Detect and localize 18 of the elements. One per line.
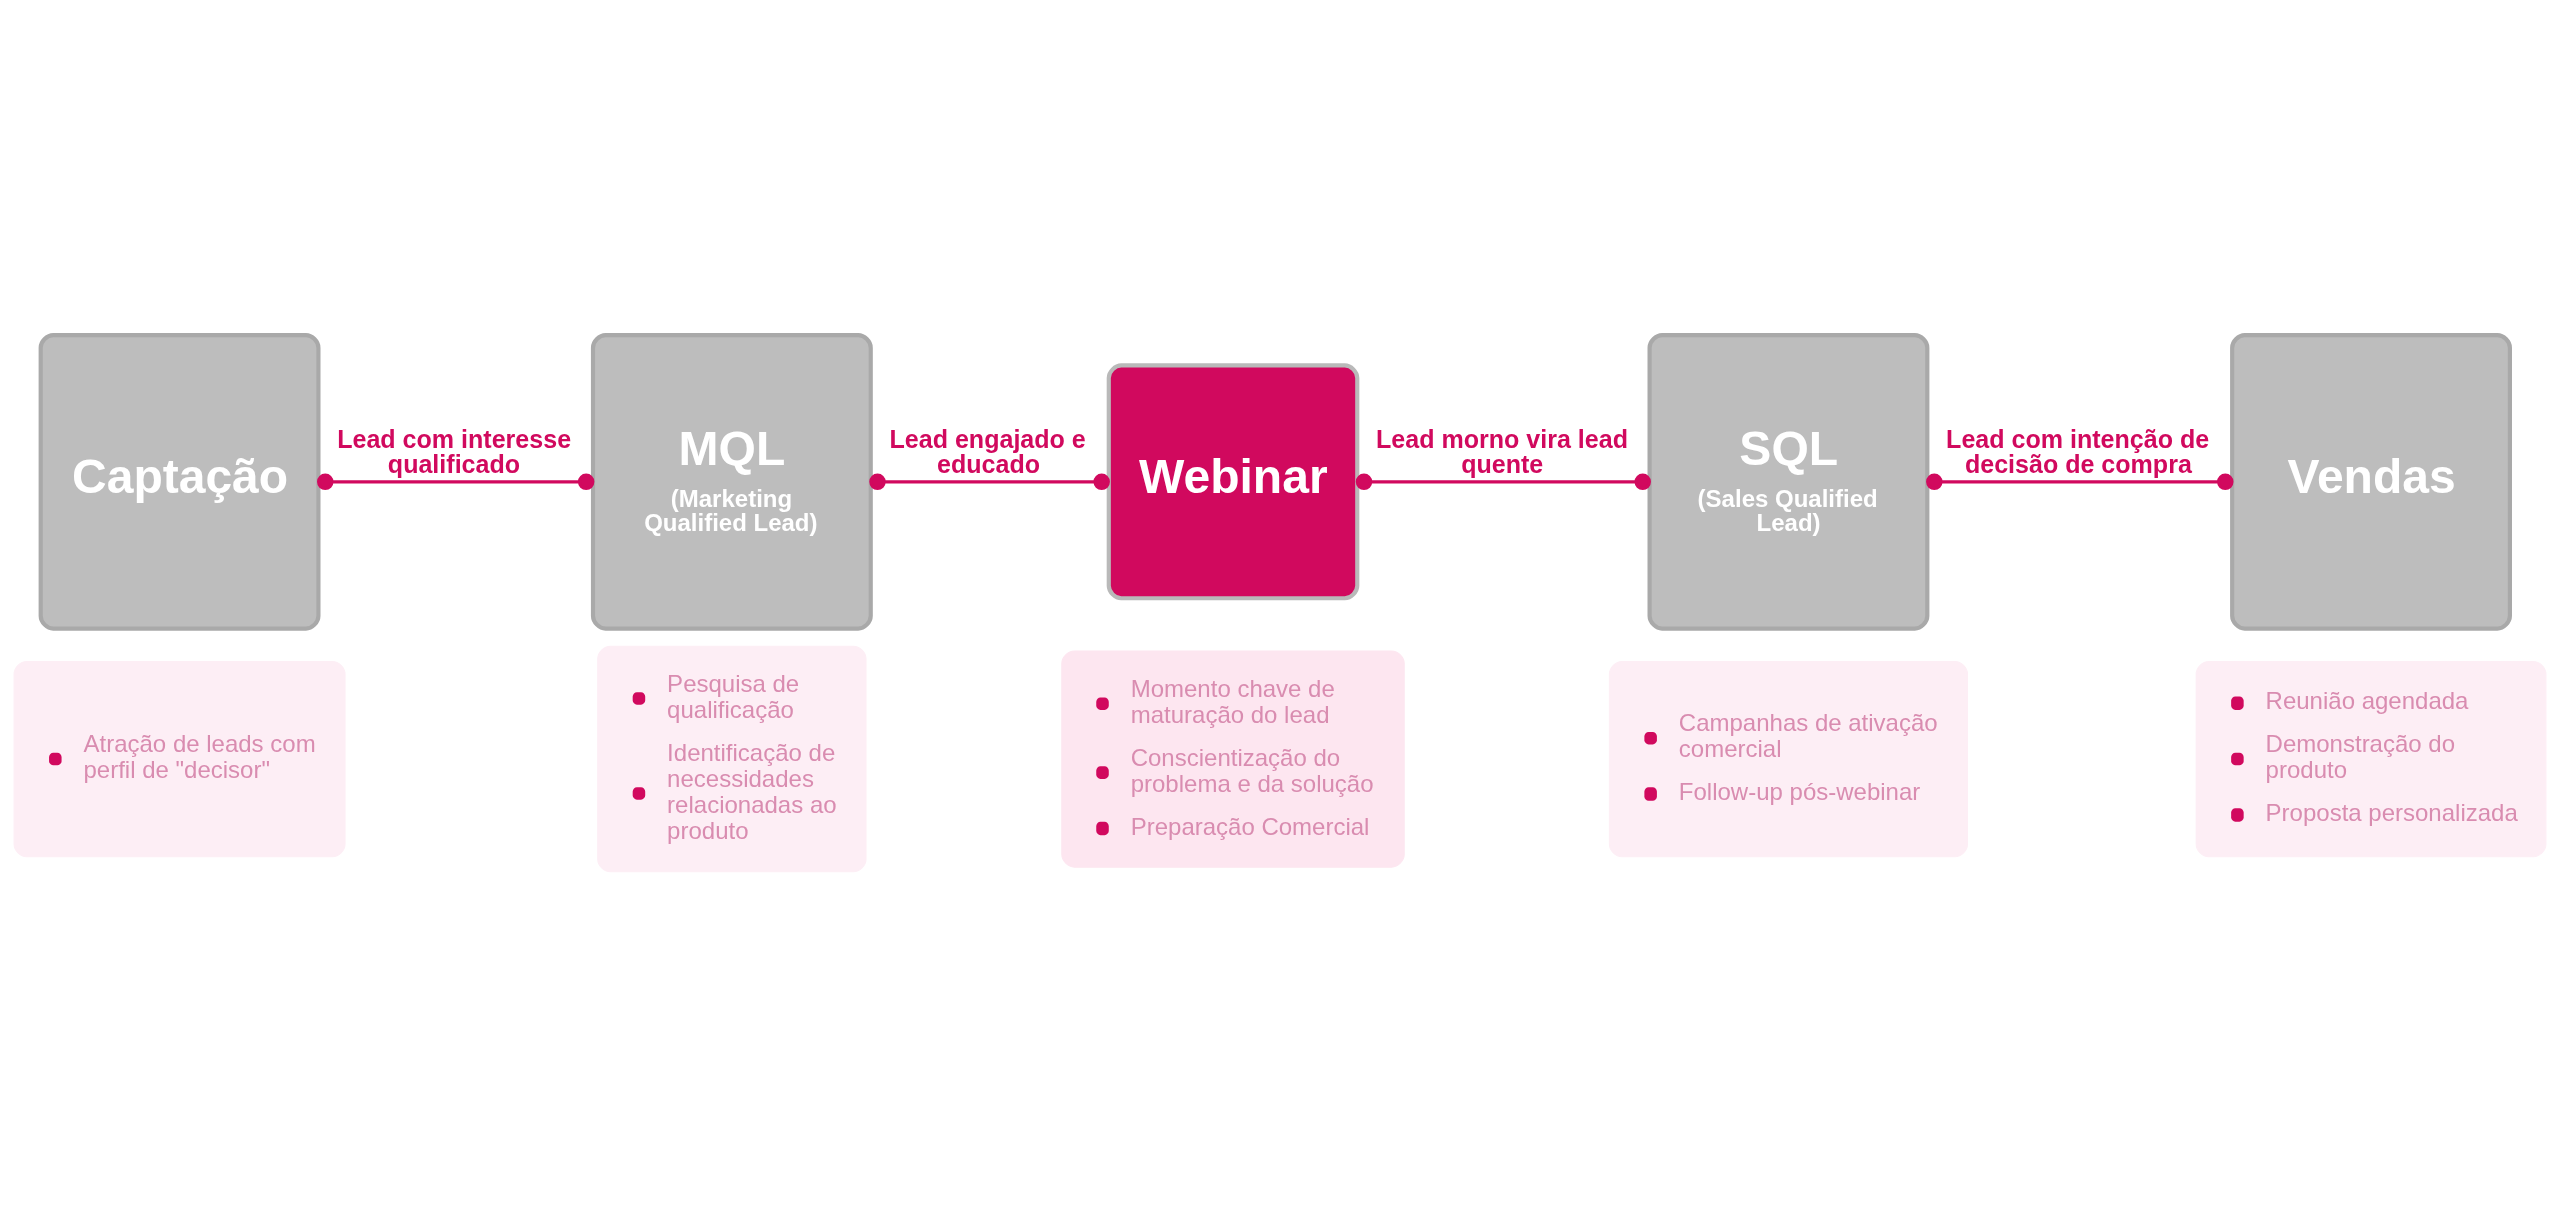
- node-box: Captação: [38, 332, 321, 631]
- connector: [869, 473, 1110, 490]
- edge-label: Lead com intenção de decisão de compra: [1946, 424, 2210, 478]
- node-box: Atração de leads com perfil de "decisor": [13, 660, 346, 857]
- node-box: Reunião agendada Demonstração do produto Proposta personalizada: [2195, 660, 2547, 857]
- node-box: Vendas: [2230, 332, 2512, 631]
- node-box: Pesquisa de qualificação Identificação de necessidades relacionadas ao produto: [597, 645, 867, 872]
- connector: [317, 473, 595, 490]
- edge-label: Lead engajado e educado: [889, 424, 1086, 478]
- node-box: SQL (Sales Qualified Lead): [1647, 332, 1930, 631]
- node-box: MQL (Marketing Qualified Lead): [590, 332, 873, 631]
- node-box: Campanhas de ativação comercial Follow-up pós-webinar: [1608, 660, 1969, 857]
- node-box: Webinar: [1106, 362, 1360, 600]
- node-box: Momento chave de maturação do lead Conscientização do problema e da solução Preparação Comercial: [1061, 650, 1405, 868]
- edge-label: Lead morno vira lead quente: [1376, 424, 1628, 478]
- connector: [1355, 473, 1651, 490]
- connector: [1926, 473, 2234, 490]
- edge-label: Lead com interesse qualificado: [337, 424, 572, 478]
